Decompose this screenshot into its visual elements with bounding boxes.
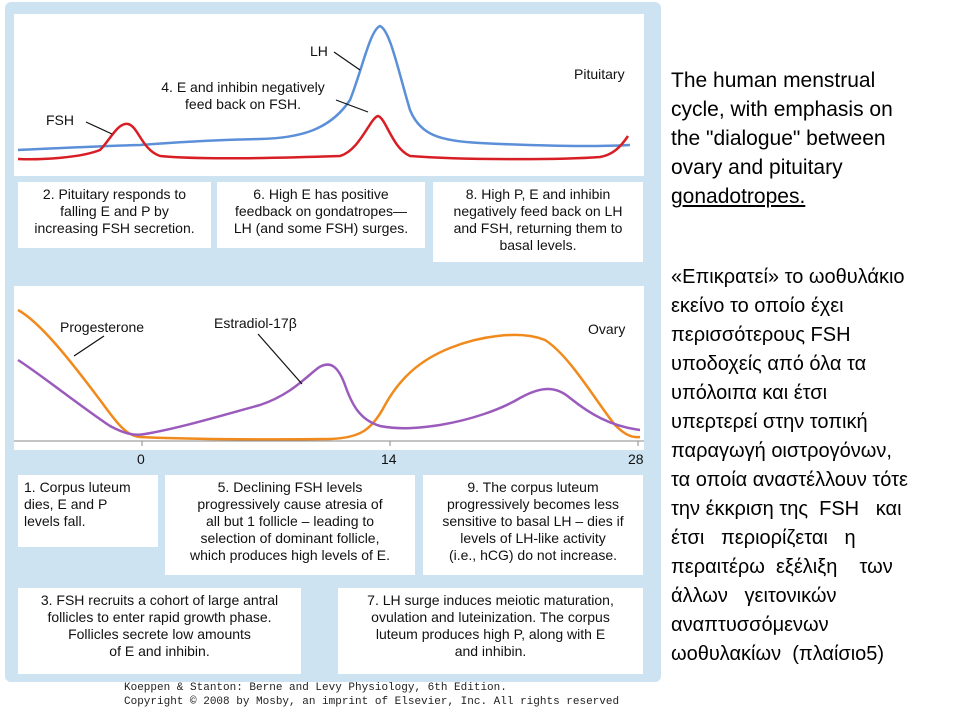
greek-line: τα οποία αναστέλλουν τότε: [671, 469, 908, 491]
ovary-label: Ovary: [588, 321, 626, 337]
note-5: 5. Declining FSH levels progressively ca…: [165, 475, 415, 575]
note-3: 3. FSH recruits a cohort of large antral…: [18, 588, 301, 674]
note-8-line: 8. High P, E and inhibin: [465, 186, 611, 202]
note-5-line: 5. Declining FSH levels: [217, 479, 363, 495]
caption-line: the "dialogue" between: [671, 127, 886, 150]
caption-line: ovary and pituitary: [671, 156, 843, 179]
x-tick-label-14: 14: [381, 451, 397, 467]
note-6-line: 6. High E has positive: [253, 186, 389, 202]
fsh-pointer: [85, 121, 113, 135]
note4-pointer: [335, 99, 369, 113]
greek-line: παραγωγή οιστρογόνων,: [671, 440, 892, 462]
greek-line: «Επικρατεί» το ωοθυλάκιο: [671, 266, 905, 288]
note-6: 6. High E has positive feedback on gonda…: [217, 182, 425, 248]
note-5-line: which produces high levels of E.: [190, 547, 390, 563]
lh-pointer: [333, 51, 361, 71]
note-9-line: levels of LH-like activity: [460, 530, 606, 546]
greek-text: «Επικρατεί» το ωοθυλάκιο εκείνο το οποίο…: [671, 263, 955, 669]
credit-line: Copyright © 2008 by Mosby, an imprint of…: [124, 696, 620, 708]
greek-line: εκείνο το οποίο έχει: [671, 295, 844, 317]
note-3-line: of E and inhibin.: [109, 643, 210, 659]
greek-line: περαιτέρω εξέλιξη των: [671, 556, 893, 578]
pituitary-label: Pituitary: [574, 66, 625, 82]
note-7-line: ovulation and luteinization. The corpus: [371, 609, 610, 625]
note-4: 4. E and inhibin negatively feed back on…: [145, 77, 341, 117]
estradiol-curve: [17, 358, 641, 436]
note-1-line: levels fall.: [24, 513, 86, 529]
progesterone-curve: [17, 308, 641, 441]
note-8-line: negatively feed back on LH: [453, 203, 623, 219]
note-5-line: selection of dominant follicle,: [200, 530, 380, 546]
note-5-line: all but 1 follicle – leading to: [205, 513, 375, 529]
note-2: 2. Pituitary responds to falling E and P…: [18, 182, 211, 248]
note-9-line: progressively becomes less: [447, 496, 619, 512]
caption: The human menstrual cycle, with emphasis…: [671, 66, 951, 211]
note-7-line: luteum produces high P, along with E: [375, 626, 606, 642]
note-4-line: 4. E and inhibin negatively: [161, 79, 325, 95]
note-4-line: feed back on FSH.: [185, 96, 301, 112]
note-8: 8. High P, E and inhibin negatively feed…: [433, 182, 643, 262]
greek-line: περισσότερους FSH: [671, 324, 851, 346]
note-1-line: 1. Corpus luteum: [24, 479, 131, 495]
greek-line: υπόλοιπα και έτσι: [671, 382, 828, 404]
note-1: 1. Corpus luteum dies, E and P levels fa…: [18, 475, 158, 547]
pituitary-plot: [14, 14, 644, 176]
caption-line: The human menstrual: [671, 69, 876, 92]
caption-link[interactable]: gonadotropes.: [671, 185, 806, 208]
greek-line: υποδοχείς από όλα τα: [671, 353, 867, 375]
note-9-line: sensitive to basal LH – dies if: [442, 513, 624, 529]
note-6-line: LH (and some FSH) surges.: [233, 220, 409, 236]
note-8-line: basal levels.: [499, 237, 577, 253]
x-tick-label-0: 0: [137, 451, 145, 467]
caption-line: cycle, with emphasis on: [671, 98, 893, 121]
fsh-curve: [17, 114, 630, 161]
progesterone-label: Progesterone: [60, 319, 145, 335]
note-2-line: increasing FSH secretion.: [34, 220, 195, 236]
estradiol-label: Estradiol-17β: [214, 315, 297, 331]
progesterone-pointer: [73, 335, 105, 357]
greek-line: αναπτυσσόμενων: [671, 614, 829, 636]
note-9: 9. The corpus luteum progressively becom…: [423, 475, 643, 575]
fsh-label: FSH: [46, 112, 74, 128]
note-8-line: and FSH, returning them to: [453, 220, 623, 236]
note-9-line: (i.e., hCG) do not increase.: [448, 547, 618, 563]
note-6-line: feedback on gondatropes—: [234, 203, 407, 219]
greek-line: άλλων γειτονικών: [671, 585, 837, 607]
note-1-line: dies, E and P: [24, 496, 108, 512]
credit: Koeppen & Stanton: Berne and Levy Physio…: [124, 681, 619, 709]
note-3-line: Follicles secrete low amounts: [68, 626, 251, 642]
note-7: 7. LH surge induces meiotic maturation, …: [338, 588, 643, 674]
lh-curve: [17, 24, 631, 152]
note-7-line: and inhibin.: [454, 643, 527, 659]
greek-line: ωοθυλακίων (πλαίσιο5): [671, 643, 885, 665]
note-5-line: progressively cause atresia of: [197, 496, 383, 512]
credit-line: Koeppen & Stanton: Berne and Levy Physio…: [124, 682, 507, 694]
note-2-line: 2. Pituitary responds to: [42, 186, 187, 202]
greek-line: την έκκριση της FSH και: [671, 498, 902, 520]
note-3-line: follicles to enter rapid growth phase.: [47, 609, 272, 625]
note-2-line: falling E and P by: [60, 203, 169, 219]
lh-label: LH: [310, 43, 328, 59]
note-9-line: 9. The corpus luteum: [467, 479, 599, 495]
estradiol-pointer: [257, 333, 303, 385]
greek-line: υπερτερεί στην τοπική: [671, 411, 868, 433]
note-7-line: 7. LH surge induces meiotic maturation,: [367, 592, 614, 608]
x-tick-label-28: 28: [628, 451, 644, 467]
greek-line: έτσι περιορίζεται η: [671, 527, 856, 549]
note-3-line: 3. FSH recruits a cohort of large antral: [40, 592, 279, 608]
